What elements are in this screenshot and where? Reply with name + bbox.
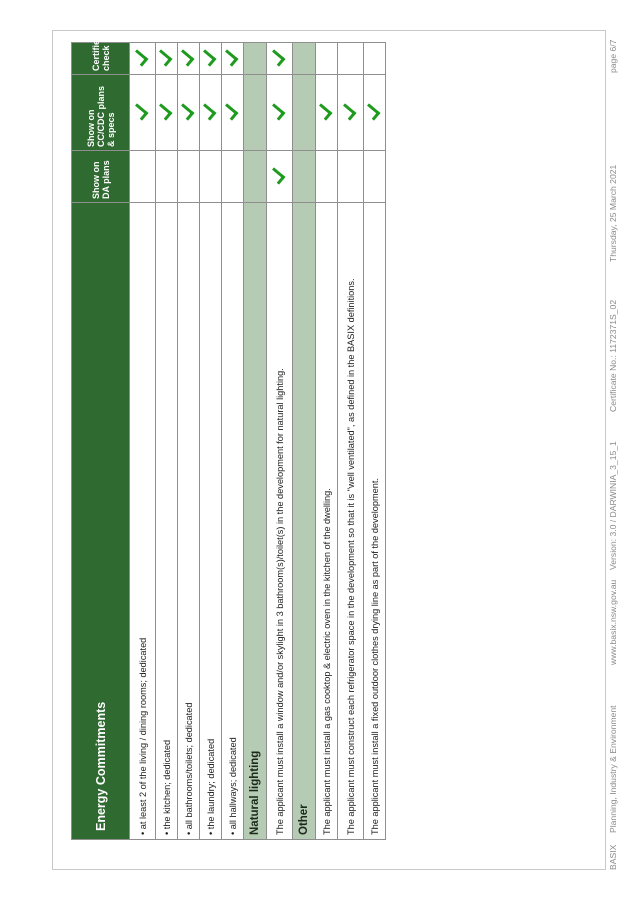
cc-plans-cell — [129, 74, 156, 151]
certifier-cell — [198, 42, 222, 75]
certifier-cell — [266, 42, 293, 75]
table-row: The applicant must install a window and/… — [266, 42, 293, 840]
cc-plans-cell — [220, 74, 244, 151]
da-plans-cell — [315, 150, 338, 203]
certifier-cell — [154, 42, 178, 75]
footer-website[interactable]: www.basix.nsw.gov.au — [608, 579, 618, 665]
section-title-energy: Energy Commitments — [71, 202, 130, 840]
footer-page: page 6/7 — [608, 39, 618, 73]
certifier-cell — [337, 42, 364, 75]
cc-plans-cell — [198, 74, 222, 151]
col-header-cc: Show on CC/CDC plans & specs — [71, 74, 130, 151]
section-other-blank — [292, 42, 316, 75]
check-icon — [220, 103, 239, 122]
check-icon — [130, 103, 149, 122]
table-row: • all bathrooms/toilets; dedicated — [176, 42, 200, 840]
check-icon — [154, 49, 173, 68]
col-header-cert: Certifier check — [71, 36, 130, 75]
cc-plans-cell — [337, 74, 364, 151]
cc-plans-cell — [314, 74, 338, 151]
check-icon — [198, 103, 217, 122]
commitment-text: • the kitchen; dedicated — [155, 202, 178, 840]
check-icon — [176, 103, 195, 122]
section-natural-lighting: Natural lighting — [243, 42, 267, 840]
commitment-text: • at least 2 of the living / dining room… — [129, 202, 156, 840]
commitment-text: The applicant must install a fixed outdo… — [363, 202, 386, 840]
section-other-label: Other — [292, 202, 316, 840]
check-icon — [176, 49, 195, 68]
commitment-text: The applicant must install a window and/… — [266, 202, 293, 840]
section-other-blank — [292, 74, 316, 151]
col-header-da: Show on DA plans — [71, 150, 130, 203]
certifier-cell — [220, 42, 244, 75]
section-natural-lighting-label: Natural lighting — [243, 202, 267, 840]
commitments-table: Energy Commitments Show on DA plans Show… — [71, 36, 386, 840]
da-plans-cell — [221, 150, 244, 203]
commitment-text: • all hallways; dedicated — [221, 202, 244, 840]
commitment-text: • the laundry; dedicated — [199, 202, 222, 840]
cc-plans-cell — [362, 74, 386, 151]
certifier-cell — [129, 42, 156, 75]
section-other: Other — [292, 42, 316, 840]
page-footer: BASIX Planning, Industry & Environment w… — [608, 0, 622, 900]
cc-plans-cell — [154, 74, 178, 151]
da-plans-cell — [266, 150, 293, 203]
table-row: • the kitchen; dedicated — [154, 42, 178, 840]
check-icon — [314, 103, 333, 122]
certifier-cell — [315, 42, 338, 75]
footer-basix: BASIX — [608, 844, 618, 870]
da-plans-cell — [155, 150, 178, 203]
section-other-blank — [292, 150, 316, 203]
commitment-text: The applicant must install a gas cooktop… — [315, 202, 338, 840]
da-plans-cell — [363, 150, 386, 203]
table-row: The applicant must install a fixed outdo… — [362, 42, 386, 840]
footer-department: Planning, Industry & Environment — [608, 705, 618, 833]
da-plans-cell — [199, 150, 222, 203]
check-icon — [198, 49, 217, 68]
cc-plans-cell — [266, 74, 293, 151]
da-plans-cell — [129, 150, 156, 203]
table-header: Energy Commitments Show on DA plans Show… — [71, 36, 130, 840]
cc-plans-cell — [176, 74, 200, 151]
check-icon — [267, 103, 286, 122]
da-plans-cell — [337, 150, 364, 203]
table-row: • at least 2 of the living / dining room… — [129, 42, 156, 840]
check-icon — [267, 167, 286, 186]
check-icon — [362, 103, 381, 122]
footer-date: Thursday, 25 March 2021 — [608, 164, 618, 262]
check-icon — [267, 49, 286, 68]
da-plans-cell — [177, 150, 200, 203]
commitment-text: The applicant must construct each refrig… — [337, 202, 364, 840]
table-row: The applicant must construct each refrig… — [337, 42, 364, 840]
certifier-cell — [363, 42, 386, 75]
footer-certificate: Certificate No.: 1172371S_02 — [608, 299, 618, 412]
table-row: The applicant must install a gas cooktop… — [314, 42, 338, 840]
table-row: • all hallways; dedicated — [220, 42, 244, 840]
commitment-text: • all bathrooms/toilets; dedicated — [177, 202, 200, 840]
table-row: • the laundry; dedicated — [198, 42, 222, 840]
check-icon — [130, 49, 149, 68]
section-natural-lighting-blank — [243, 150, 267, 203]
check-icon — [338, 103, 357, 122]
check-icon — [154, 103, 173, 122]
check-icon — [220, 49, 239, 68]
section-natural-lighting-blank — [243, 74, 267, 151]
footer-version: Version: 3.0 / DARWINIA_3_15_1 — [608, 441, 618, 570]
section-natural-lighting-blank — [243, 42, 267, 75]
certifier-cell — [176, 42, 200, 75]
